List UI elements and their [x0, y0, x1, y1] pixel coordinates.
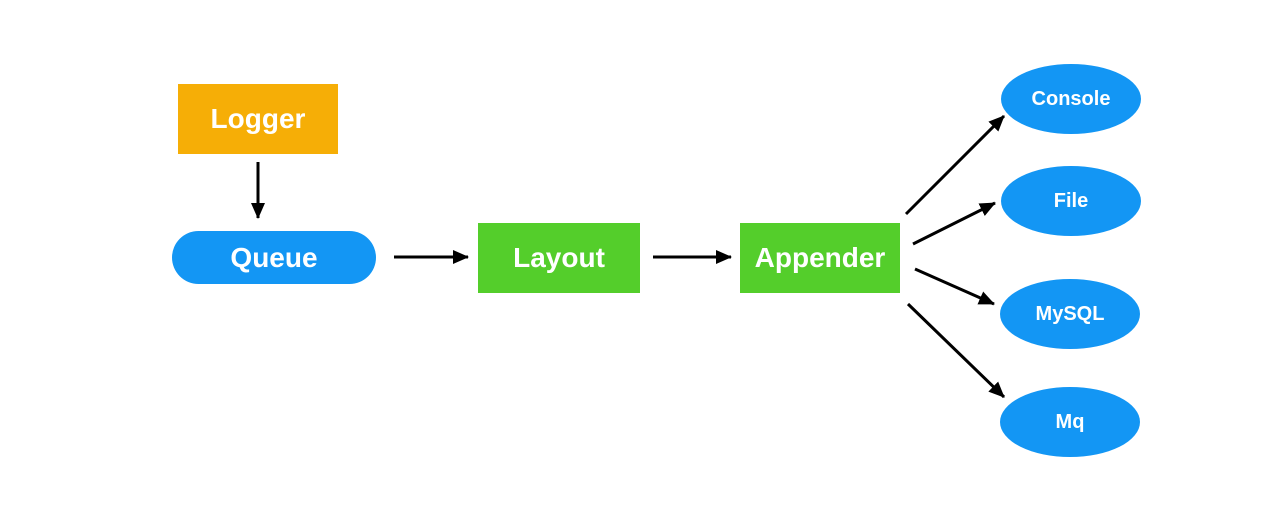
node-appender: Appender: [740, 223, 900, 293]
node-logger: Logger: [178, 84, 338, 154]
node-mq: Mq: [1000, 387, 1140, 457]
node-mq-label: Mq: [1055, 410, 1085, 433]
node-layout-label: Layout: [513, 242, 605, 273]
node-queue: Queue: [172, 231, 376, 284]
node-console: Console: [1001, 64, 1141, 134]
node-mysql: MySQL: [1000, 279, 1140, 349]
node-file: File: [1001, 166, 1141, 236]
edge-appender-file: [912, 201, 996, 246]
node-layout: Layout: [478, 223, 640, 293]
edge-appender-mysql: [914, 267, 995, 306]
edge-appender-console: [904, 114, 1006, 216]
node-logger-label: Logger: [210, 103, 306, 134]
node-appender-label: Appender: [754, 242, 886, 273]
node-queue-label: Queue: [230, 241, 318, 273]
node-mysql-label: MySQL: [1035, 302, 1105, 325]
node-console-label: Console: [1031, 87, 1111, 110]
node-file-label: File: [1053, 189, 1089, 212]
edge-appender-mq: [906, 302, 1006, 399]
